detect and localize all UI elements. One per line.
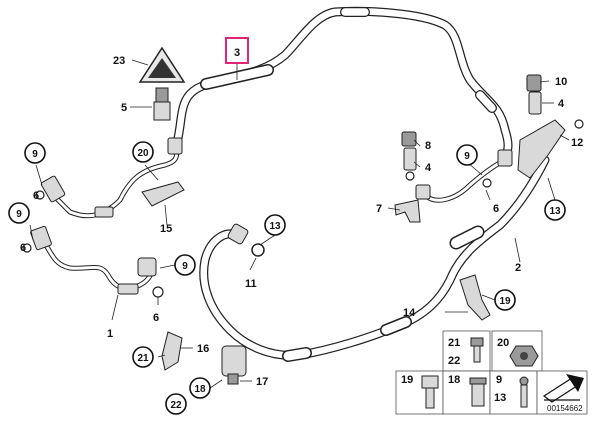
callout-9b: 9 bbox=[16, 209, 22, 220]
callout-15: 15 bbox=[160, 223, 172, 235]
callout-5: 5 bbox=[121, 102, 127, 114]
pipe-1 bbox=[30, 225, 157, 295]
callout-8: 8 bbox=[425, 140, 431, 152]
hose-3 bbox=[170, 6, 513, 165]
callout-1: 1 bbox=[107, 328, 113, 340]
callout-21: 21 bbox=[137, 353, 149, 364]
callout-13b: 13 bbox=[549, 206, 561, 217]
callout-22: 22 bbox=[170, 400, 182, 411]
callout-6a: 6 bbox=[33, 190, 39, 202]
callout-23: 23 bbox=[113, 55, 125, 67]
callout-18: 18 bbox=[194, 384, 206, 395]
callout-14: 14 bbox=[403, 307, 416, 319]
callout-3: 3 bbox=[234, 47, 240, 59]
callout-7: 7 bbox=[376, 203, 382, 215]
bracket-14 bbox=[459, 274, 491, 321]
callout-4b: 4 bbox=[558, 98, 565, 110]
callout-6d: 6 bbox=[493, 203, 499, 215]
diagram-id: 00154662 bbox=[547, 404, 583, 413]
callout-9a: 9 bbox=[32, 149, 38, 160]
valve-8 bbox=[401, 131, 417, 181]
callout-2: 2 bbox=[515, 262, 521, 274]
callout-3-highlight[interactable]: 3 bbox=[225, 37, 249, 64]
grid-label-13: 13 bbox=[494, 392, 506, 404]
callout-19: 19 bbox=[499, 296, 511, 307]
clip-17 bbox=[221, 345, 247, 385]
grid-label-19: 19 bbox=[401, 374, 413, 386]
callout-6c: 6 bbox=[153, 312, 159, 324]
clip-16 bbox=[161, 331, 183, 371]
callout-9d: 9 bbox=[464, 151, 470, 162]
callout-11: 11 bbox=[245, 278, 257, 290]
callout-9c: 9 bbox=[182, 261, 188, 272]
callout-4a: 4 bbox=[425, 162, 432, 174]
hose-2 bbox=[295, 155, 550, 360]
bracket-7 bbox=[394, 199, 421, 223]
pipe-9-right bbox=[415, 149, 513, 203]
grid-label-21: 21 bbox=[448, 337, 460, 349]
valve-block bbox=[517, 74, 584, 179]
sensor-5 bbox=[153, 87, 171, 121]
callout-13a: 13 bbox=[269, 221, 281, 232]
callout-20: 20 bbox=[137, 148, 149, 159]
callout-12: 12 bbox=[571, 137, 583, 149]
grid-label-22: 22 bbox=[448, 355, 460, 367]
callout-17: 17 bbox=[256, 376, 268, 388]
circled-callouts: 9 9 9 9 20 13 13 19 21 18 22 bbox=[8, 141, 566, 415]
grid-label-20: 20 bbox=[497, 337, 509, 349]
parts-grid: 21 22 20 19 18 9 13 bbox=[395, 330, 588, 415]
grid-label-18: 18 bbox=[448, 374, 460, 386]
warning-label-23 bbox=[138, 46, 186, 83]
pipe-15 bbox=[40, 137, 183, 219]
grid-label-9: 9 bbox=[496, 374, 502, 386]
hose-loop-11 bbox=[199, 223, 312, 362]
bracket-15 bbox=[141, 181, 185, 207]
callout-16: 16 bbox=[197, 343, 209, 355]
callout-6b: 6 bbox=[20, 242, 26, 254]
callout-10: 10 bbox=[555, 76, 567, 88]
number-callouts: 23 5 6 6 6 6 1 2 15 11 7 8 4 10 4 12 14 … bbox=[20, 55, 583, 388]
